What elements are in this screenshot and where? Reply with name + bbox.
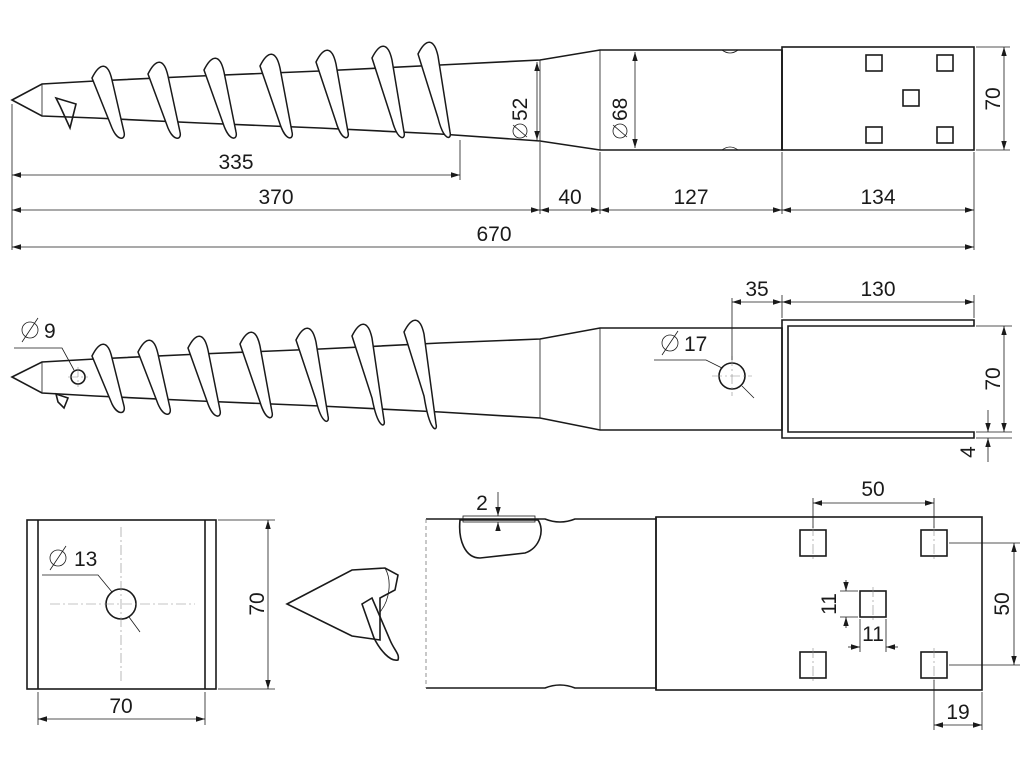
dim-11-vertical: 11 — [818, 593, 841, 615]
dim-diameter-68: 68 — [609, 98, 632, 121]
dim-70-side: 70 — [982, 367, 1005, 390]
side-view: 35 130 70 4 9 17 — [10, 278, 1012, 462]
dim-70-end-height: 70 — [246, 592, 269, 615]
head-plate-top — [781, 46, 975, 151]
plate-squares — [799, 526, 948, 682]
dim-19: 19 — [946, 701, 969, 724]
slot-cutout — [458, 519, 542, 559]
dim-70-end-width: 70 — [109, 695, 132, 718]
diameter-9-callout: 9 — [14, 317, 75, 371]
detail-view: 2 50 50 11 11 19 — [425, 478, 1020, 730]
helix-flights-side — [91, 319, 438, 430]
dim-335: 335 — [218, 151, 253, 174]
dim-35: 35 — [745, 278, 768, 301]
mounting-plate — [655, 516, 983, 691]
dim-670: 670 — [476, 223, 511, 246]
dim-127: 127 — [673, 186, 708, 209]
u-bracket — [781, 319, 975, 439]
tip-detail — [285, 567, 400, 661]
diameter-52-callout: 52 — [509, 98, 532, 139]
dim-diameter-17: 17 — [684, 333, 707, 356]
top-view: 52 68 335 370 40 127 134 670 70 — [10, 41, 1010, 250]
helix-flights — [91, 41, 452, 139]
dim-130: 130 — [860, 278, 895, 301]
dim-40: 40 — [558, 186, 581, 209]
dim-diameter-13: 13 — [74, 548, 97, 571]
screw-core-side — [10, 327, 783, 431]
tip-blade — [54, 96, 77, 131]
dim-134: 134 — [860, 186, 895, 209]
dim-2: 2 — [476, 492, 488, 515]
dim-4: 4 — [957, 446, 980, 458]
dim-diameter-52: 52 — [509, 98, 532, 121]
dim-70-top: 70 — [982, 87, 1005, 110]
end-view: 13 70 70 — [26, 519, 275, 725]
diameter-68-callout: 68 — [609, 98, 632, 139]
diameter-13-callout: 13 — [42, 545, 113, 593]
dim-370: 370 — [258, 186, 293, 209]
dim-diameter-9: 9 — [44, 320, 56, 343]
end-plate — [26, 519, 217, 690]
diameter-17-callout: 17 — [654, 330, 723, 369]
head-plate-holes — [865, 54, 954, 144]
dim-50-horizontal: 50 — [861, 478, 884, 501]
dim-11-horizontal: 11 — [862, 623, 884, 646]
dim-50-vertical: 50 — [991, 592, 1014, 615]
